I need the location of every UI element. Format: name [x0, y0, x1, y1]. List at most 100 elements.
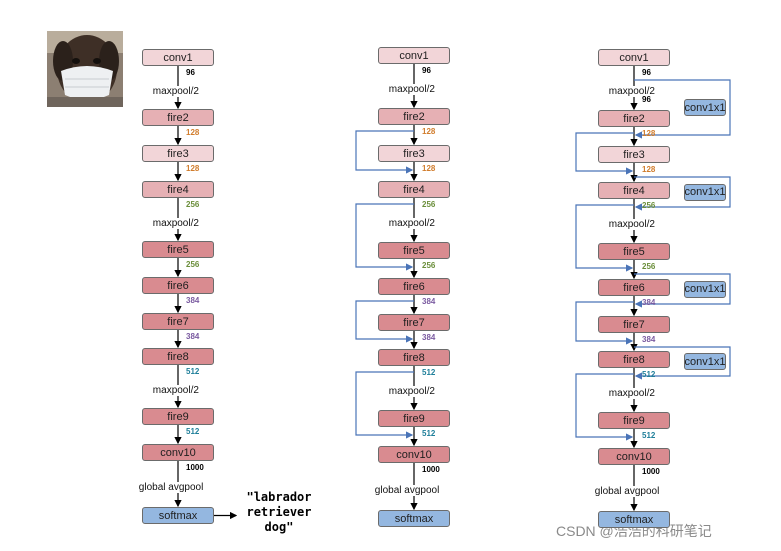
conv1x1-bypass-box: conv1x1	[684, 353, 726, 370]
complex-bypass-arrow	[634, 79, 731, 139]
simple-bypass-arrow	[355, 371, 414, 439]
channel-count: 96	[642, 68, 651, 77]
prediction-line: retriever	[246, 505, 312, 519]
pooling-label: maxpool/2	[152, 85, 199, 97]
channel-count: 96	[422, 66, 431, 75]
channel-count: 96	[186, 68, 195, 77]
channel-count: 512	[186, 427, 200, 436]
pooling-label: maxpool/2	[388, 84, 435, 95]
watermark: CSDN @浩浩的科研笔记	[556, 523, 712, 539]
complex-bypass-arrow	[634, 273, 731, 308]
pooling-label: maxpool/2	[152, 384, 199, 396]
simple-bypass-arrow	[355, 203, 414, 271]
channel-count: 128	[186, 164, 200, 173]
channel-count: 96	[642, 95, 651, 104]
layer-fire2: fire2	[142, 109, 214, 126]
channel-count: 256	[186, 260, 200, 269]
pooling-label: maxpool/2	[608, 86, 655, 97]
channel-count: 256	[642, 262, 656, 271]
layer-fire7: fire7	[598, 316, 670, 333]
layer-fire6: fire6	[378, 278, 450, 295]
layer-fire6: fire6	[142, 277, 214, 294]
layer-conv10: conv10	[378, 446, 450, 463]
channel-count: 384	[422, 297, 436, 306]
layer-softmax: softmax	[142, 507, 214, 524]
conv1x1-bypass-box: conv1x1	[684, 280, 726, 298]
layer-fire6: fire6	[598, 279, 670, 296]
channel-count: 256	[186, 200, 200, 209]
layer-fire9: fire9	[378, 410, 450, 427]
pooling-label: global avgpool	[594, 486, 660, 497]
layer-fire8: fire8	[142, 348, 214, 365]
complex-bypass-arrow	[634, 176, 731, 211]
prediction-line: dog"	[264, 520, 294, 534]
pooling-label: maxpool/2	[388, 218, 435, 229]
layer-conv1: conv1	[378, 47, 450, 64]
input-dog-photo	[47, 31, 123, 107]
channel-count: 128	[642, 129, 656, 138]
channel-count: 512	[642, 431, 656, 440]
pooling-label: global avgpool	[374, 484, 440, 496]
channel-count: 128	[422, 164, 436, 173]
simple-bypass-arrow	[575, 204, 634, 272]
channel-count: 1000	[642, 467, 660, 476]
pooling-label: global avgpool	[138, 482, 204, 493]
channel-count: 384	[186, 296, 200, 305]
layer-fire4: fire4	[378, 181, 450, 198]
channel-count: 128	[422, 127, 436, 136]
layer-fire3: fire3	[142, 145, 214, 162]
channel-count: 512	[186, 367, 200, 376]
channel-count: 128	[642, 165, 656, 174]
prediction-output-label: "labrador retriever dog"	[238, 490, 320, 535]
pooling-label: maxpool/2	[608, 219, 655, 230]
channel-count: 384	[642, 335, 656, 344]
layer-softmax: softmax	[598, 511, 670, 528]
simple-bypass-arrow	[575, 301, 634, 345]
layer-fire3: fire3	[378, 145, 450, 162]
channel-count: 512	[642, 370, 656, 379]
pooling-label: maxpool/2	[152, 217, 199, 229]
layer-fire7: fire7	[142, 313, 214, 330]
layer-fire8: fire8	[598, 351, 670, 368]
simple-bypass-arrow	[575, 373, 634, 441]
channel-count: 384	[422, 333, 436, 342]
channel-count: 1000	[186, 463, 204, 472]
layer-fire7: fire7	[378, 314, 450, 331]
channel-count: 512	[422, 429, 436, 438]
layer-fire2: fire2	[378, 108, 450, 125]
channel-count: 384	[186, 332, 200, 341]
layer-conv10: conv10	[598, 448, 670, 465]
channel-count: 128	[186, 128, 200, 137]
layer-fire5: fire5	[142, 241, 214, 258]
layer-conv10: conv10	[142, 444, 214, 461]
layer-fire2: fire2	[598, 110, 670, 127]
channel-count: 256	[422, 261, 436, 270]
layer-fire8: fire8	[378, 349, 450, 366]
channel-count: 256	[422, 200, 436, 209]
layer-fire3: fire3	[598, 146, 670, 163]
simple-bypass-arrow	[575, 132, 634, 175]
layer-fire4: fire4	[142, 181, 214, 198]
channel-count: 256	[642, 201, 656, 210]
channel-count: 384	[642, 298, 656, 307]
complex-bypass-arrow	[634, 346, 731, 380]
channel-count: 1000	[422, 465, 440, 474]
conv1x1-bypass-box: conv1x1	[684, 183, 726, 201]
layer-fire9: fire9	[142, 408, 214, 425]
conv1x1-bypass-box: conv1x1	[684, 99, 726, 116]
prediction-line: "labrador	[246, 490, 312, 504]
layer-softmax: softmax	[378, 510, 450, 527]
pooling-label: maxpool/2	[608, 388, 655, 399]
layer-fire4: fire4	[598, 182, 670, 199]
pooling-label: maxpool/2	[388, 386, 435, 397]
channel-count: 512	[422, 368, 436, 377]
layer-conv1: conv1	[598, 49, 670, 66]
layer-fire5: fire5	[378, 242, 450, 259]
layer-conv1: conv1	[142, 49, 214, 66]
simple-bypass-arrow	[355, 130, 414, 174]
simple-bypass-arrow	[355, 300, 414, 343]
layer-fire9: fire9	[598, 412, 670, 429]
layer-fire5: fire5	[598, 243, 670, 260]
